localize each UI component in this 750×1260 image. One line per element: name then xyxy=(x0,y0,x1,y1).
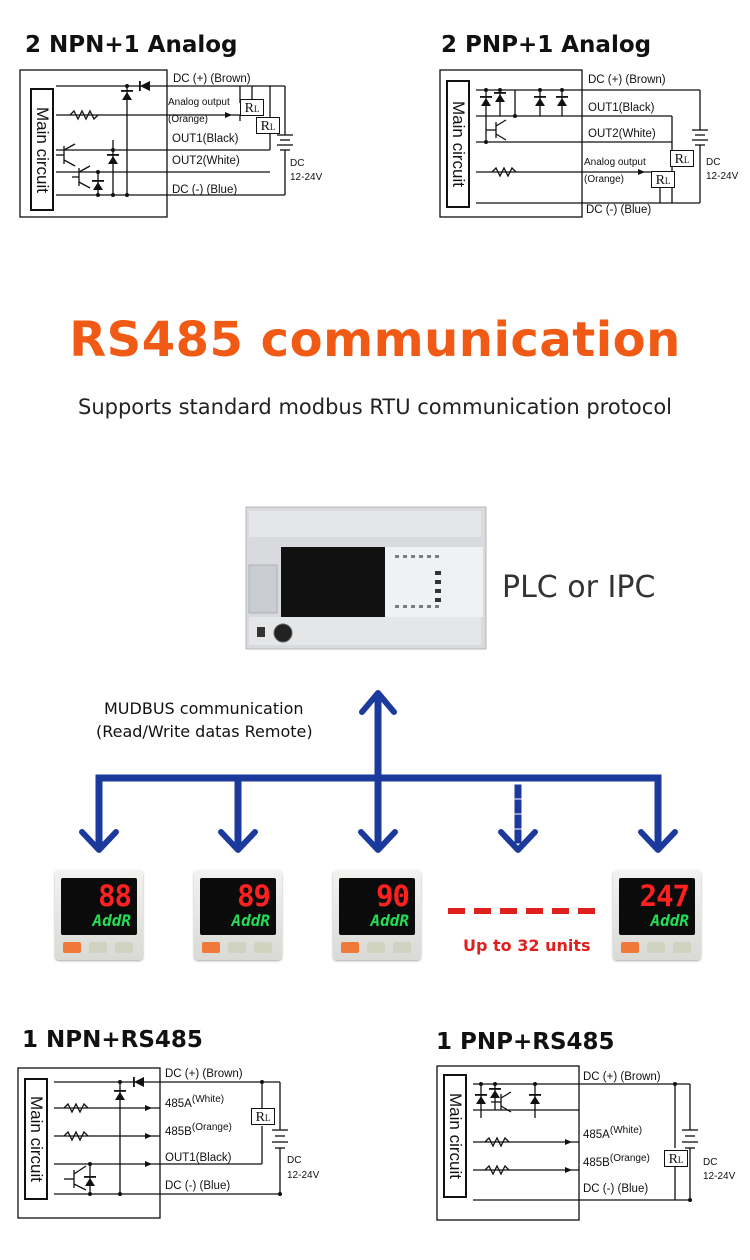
rs485-bus xyxy=(79,690,678,853)
dc-minus-label: DC (-) (Blue) xyxy=(172,184,238,196)
main-circuit-label: Main circuit xyxy=(27,1096,46,1182)
device-address: 247 xyxy=(639,879,690,913)
dc-minus-label: DC (-) (Blue) xyxy=(165,1180,231,1192)
device-addr-label: AddR xyxy=(231,911,270,930)
out1-label: OUT1(Black) xyxy=(172,133,239,145)
load-resistor: RL xyxy=(251,1108,275,1125)
up-button xyxy=(228,942,246,953)
up-button xyxy=(367,942,385,953)
device-address: 90 xyxy=(376,879,410,913)
dc-minus-label: DC (-) (Blue) xyxy=(583,1183,649,1195)
plc-device xyxy=(245,506,487,650)
voltage-label: 12-24V xyxy=(287,1170,320,1181)
diagram-title: 2 PNP+1 Analog xyxy=(441,32,652,58)
out2-label: OUT2(White) xyxy=(588,128,656,140)
analog-output-label: Analog output xyxy=(168,97,230,108)
dc-label: DC xyxy=(287,1155,302,1166)
rs485-subtitle: Supports standard modbus RTU communicati… xyxy=(77,395,673,419)
comm-label-line1: MUDBUS communication xyxy=(104,699,304,718)
device-address: 89 xyxy=(237,879,271,913)
pnp-rs485-wiring xyxy=(436,1065,698,1221)
485b-label: 485B(Orange) xyxy=(583,1153,650,1169)
device-addr-label: AddR xyxy=(92,911,131,930)
dc-label: DC xyxy=(706,157,721,168)
up-button xyxy=(89,942,107,953)
out2-label: OUT2(White) xyxy=(172,155,240,167)
out1-label: OUT1(Black) xyxy=(588,102,655,114)
down-button xyxy=(673,942,691,953)
orange-label: (Orange) xyxy=(584,174,625,185)
main-circuit-box: Main circuit xyxy=(443,1074,467,1198)
mode-button xyxy=(621,942,639,953)
dc-plus-label: DC (+) (Brown) xyxy=(588,74,666,86)
analog-output-label: Analog output xyxy=(584,157,646,168)
dc-plus-label: DC (+) (Brown) xyxy=(165,1068,243,1080)
dc-label: DC xyxy=(290,158,305,169)
up-button xyxy=(647,942,665,953)
down-button xyxy=(254,942,272,953)
485a-label: 485A(White) xyxy=(583,1125,643,1141)
load-resistor-2: RL xyxy=(256,117,280,134)
orange-label: (Orange) xyxy=(168,114,209,125)
voltage-label: 12-24V xyxy=(706,171,739,182)
units-label: Up to 32 units xyxy=(463,936,591,955)
out1-label: OUT1(Black) xyxy=(165,1152,232,1164)
comm-label-line2: (Read/Write datas Remote) xyxy=(96,722,313,741)
dc-plus-label: DC (+) (Brown) xyxy=(583,1071,661,1083)
diagram-title: 1 NPN+RS485 xyxy=(22,1027,203,1053)
npn-rs485-wiring xyxy=(17,1067,288,1219)
dc-minus-label: DC (-) (Blue) xyxy=(586,204,652,216)
rs485-title: RS485 communication xyxy=(69,312,681,368)
diagram-title: 2 NPN+1 Analog xyxy=(25,32,238,58)
device-address: 88 xyxy=(98,879,132,913)
mode-button xyxy=(202,942,220,953)
main-circuit-box: Main circuit xyxy=(24,1078,48,1200)
485b-label: 485B(Orange) xyxy=(165,1122,232,1138)
down-button xyxy=(393,942,411,953)
device-addr-label: AddR xyxy=(370,911,409,930)
mode-button xyxy=(341,942,359,953)
main-circuit-box: Main circuit xyxy=(30,88,54,211)
485a-label: 485A(White) xyxy=(165,1094,225,1110)
voltage-label: 12-24V xyxy=(290,172,323,183)
npn-analog-wiring xyxy=(19,69,293,218)
mode-button xyxy=(63,942,81,953)
load-resistor-2: RL xyxy=(651,171,675,188)
down-button xyxy=(115,942,133,953)
plc-label: PLC or IPC xyxy=(502,570,656,605)
load-resistor-1: RL xyxy=(240,99,264,116)
dc-plus-label: DC (+) (Brown) xyxy=(173,73,251,85)
voltage-label: 12-24V xyxy=(703,1171,736,1182)
units-dash-line xyxy=(448,908,595,914)
main-circuit-label: Main circuit xyxy=(446,1093,465,1179)
device-addr-label: AddR xyxy=(650,911,689,930)
load-resistor-1: RL xyxy=(670,150,694,167)
dc-label: DC xyxy=(703,1157,718,1168)
main-circuit-box: Main circuit xyxy=(446,80,470,208)
load-resistor: RL xyxy=(664,1150,688,1167)
diagram-title: 1 PNP+RS485 xyxy=(436,1029,615,1055)
